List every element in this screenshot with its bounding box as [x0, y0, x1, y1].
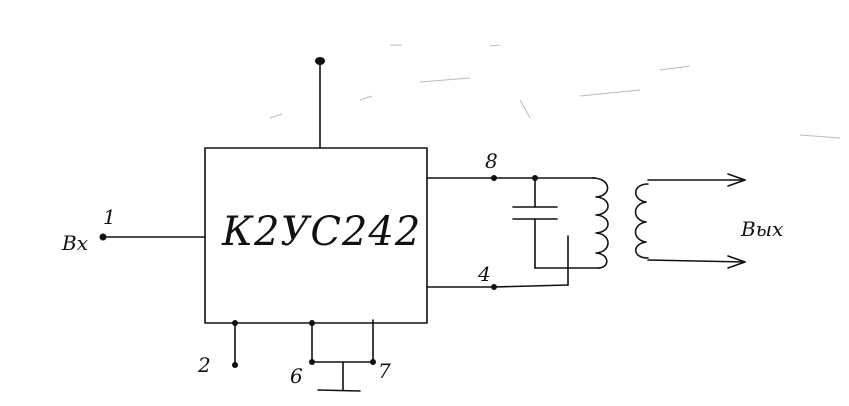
supply-terminal [315, 57, 325, 65]
input-label: Вх [61, 231, 88, 255]
pin-2-junction [232, 320, 238, 326]
pin-1-label: 1 [103, 205, 116, 229]
pin-2-label: 2 [197, 353, 211, 377]
output-wire-bottom [647, 259, 746, 263]
output-label: Вых [740, 217, 783, 241]
pin-6-label: 6 [290, 364, 303, 388]
pin-6-junction [309, 320, 315, 326]
pin-8-label: 8 [485, 149, 498, 173]
output-arrow-bottom [727, 255, 746, 269]
secondary-coil [634, 183, 649, 259]
pin-4-label: 4 [477, 262, 491, 286]
chip-label: К2УС242 [221, 209, 421, 255]
bottom-capacitor-plate [317, 389, 361, 392]
pin-2-dot [232, 362, 238, 368]
scan-noise [269, 44, 841, 139]
pin-4-wire [493, 284, 569, 288]
pin-1-dot [99, 233, 107, 241]
pin-7-label: 7 [378, 359, 391, 383]
output-arrow-top [727, 173, 746, 187]
primary-coil [591, 177, 609, 269]
chip-body [204, 147, 428, 324]
